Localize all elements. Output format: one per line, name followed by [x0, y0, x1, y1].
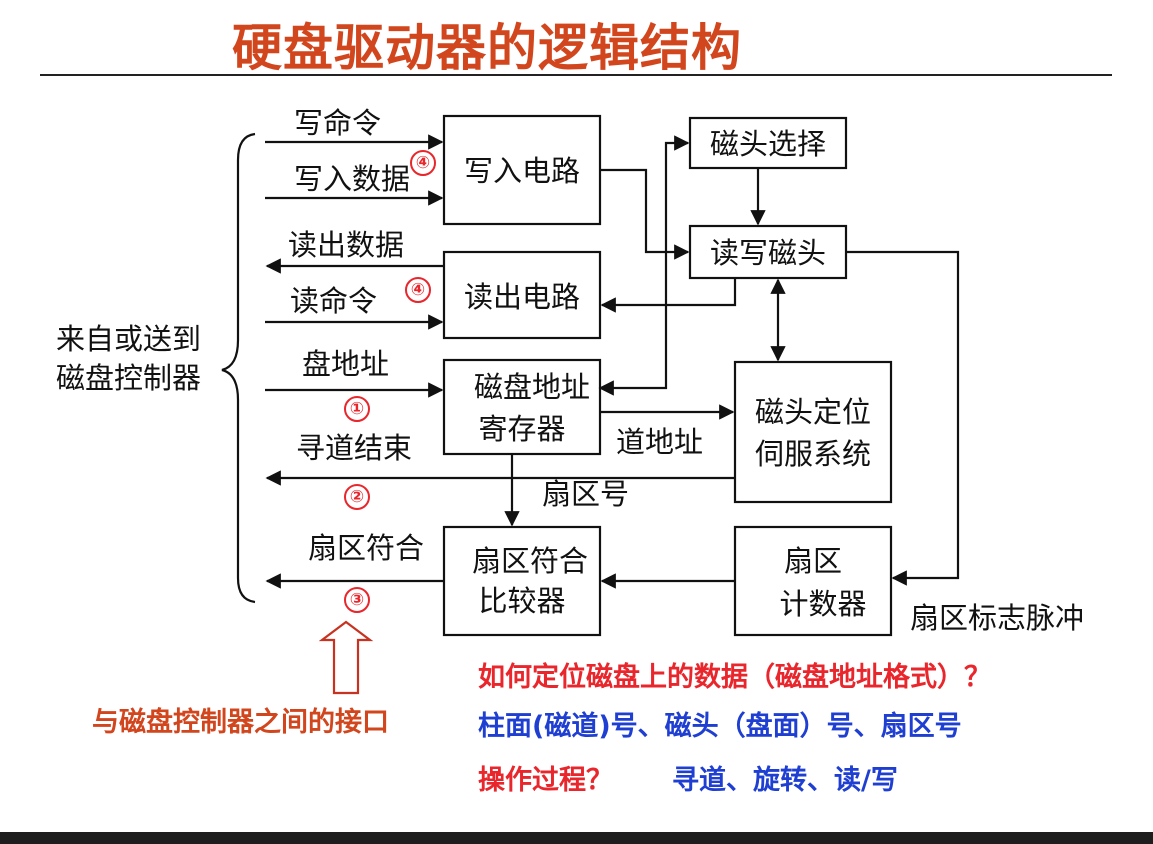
write-circuit-label: 写入电路	[463, 154, 580, 188]
head-select-label: 磁头选择	[709, 127, 826, 161]
disk-addr-register-label-2: 寄存器	[478, 412, 566, 446]
sector-no-label: 扇区号	[542, 477, 630, 511]
head-servo-label-1: 磁头定位	[754, 395, 871, 429]
head-servo-box	[733, 360, 893, 504]
sector-match-label: 扇区符合	[308, 531, 425, 565]
footer-bar	[0, 832, 1153, 844]
head-select-box	[688, 116, 848, 170]
read-circuit-label: 读出电路	[463, 280, 580, 314]
seek-end-label: 寻道结束	[296, 431, 413, 465]
disk-addr-register-label-1: 磁盘地址	[473, 370, 590, 404]
sector-pulse-line	[846, 250, 960, 586]
step-marker-2: ②	[344, 484, 370, 510]
head-select-line	[598, 135, 690, 396]
interface-hollow-arrow	[318, 620, 374, 695]
page-title: 硬盘驱动器的逻辑结构	[232, 19, 742, 77]
sector-pulse-label: 扇区标志脉冲	[910, 601, 1085, 635]
answer-disk-address: 柱面(磁道)号、磁头（盘面）号、扇区号	[478, 711, 962, 742]
write-to-head-line	[600, 168, 690, 260]
step-marker-4-read: ④	[405, 277, 431, 303]
sector-counter-label-1: 扇区	[783, 544, 842, 578]
brace-label-line-2: 磁盘控制器	[56, 361, 202, 395]
read-cmd-label: 读命令	[290, 284, 378, 318]
title-divider	[40, 74, 1112, 76]
sector-counter-label-2: 计数器	[779, 587, 867, 621]
head-servo-label-2: 伺服系统	[754, 437, 871, 471]
question-disk-address: 如何定位磁盘上的数据（磁盘地址格式）？	[478, 662, 991, 693]
brace-label-line-1: 来自或送到	[56, 322, 202, 356]
disk-addr-label: 盘地址	[302, 347, 390, 381]
sector-comparator-label-2: 比较器	[478, 584, 566, 618]
step-marker-1: ①	[344, 396, 370, 422]
question-operation: 操作过程？	[478, 765, 613, 796]
sector-comparator-label-1: 扇区符合	[471, 544, 588, 578]
disk-addr-register-box	[442, 358, 602, 456]
rw-head-label: 读写磁头	[709, 236, 826, 270]
write-data-label: 写入数据	[294, 162, 411, 196]
interface-label: 与磁盘控制器之间的接口	[92, 707, 389, 738]
interface-brace	[221, 132, 256, 604]
read-data-label: 读出数据	[288, 228, 405, 262]
step-marker-3: ③	[344, 587, 370, 613]
answer-operation: 寻道、旋转、读/写	[672, 765, 898, 796]
write-cmd-label: 写命令	[294, 106, 382, 140]
step-marker-4-write: ④	[410, 150, 436, 176]
head-to-read-line	[600, 278, 737, 313]
track-addr-label: 道地址	[616, 425, 704, 459]
